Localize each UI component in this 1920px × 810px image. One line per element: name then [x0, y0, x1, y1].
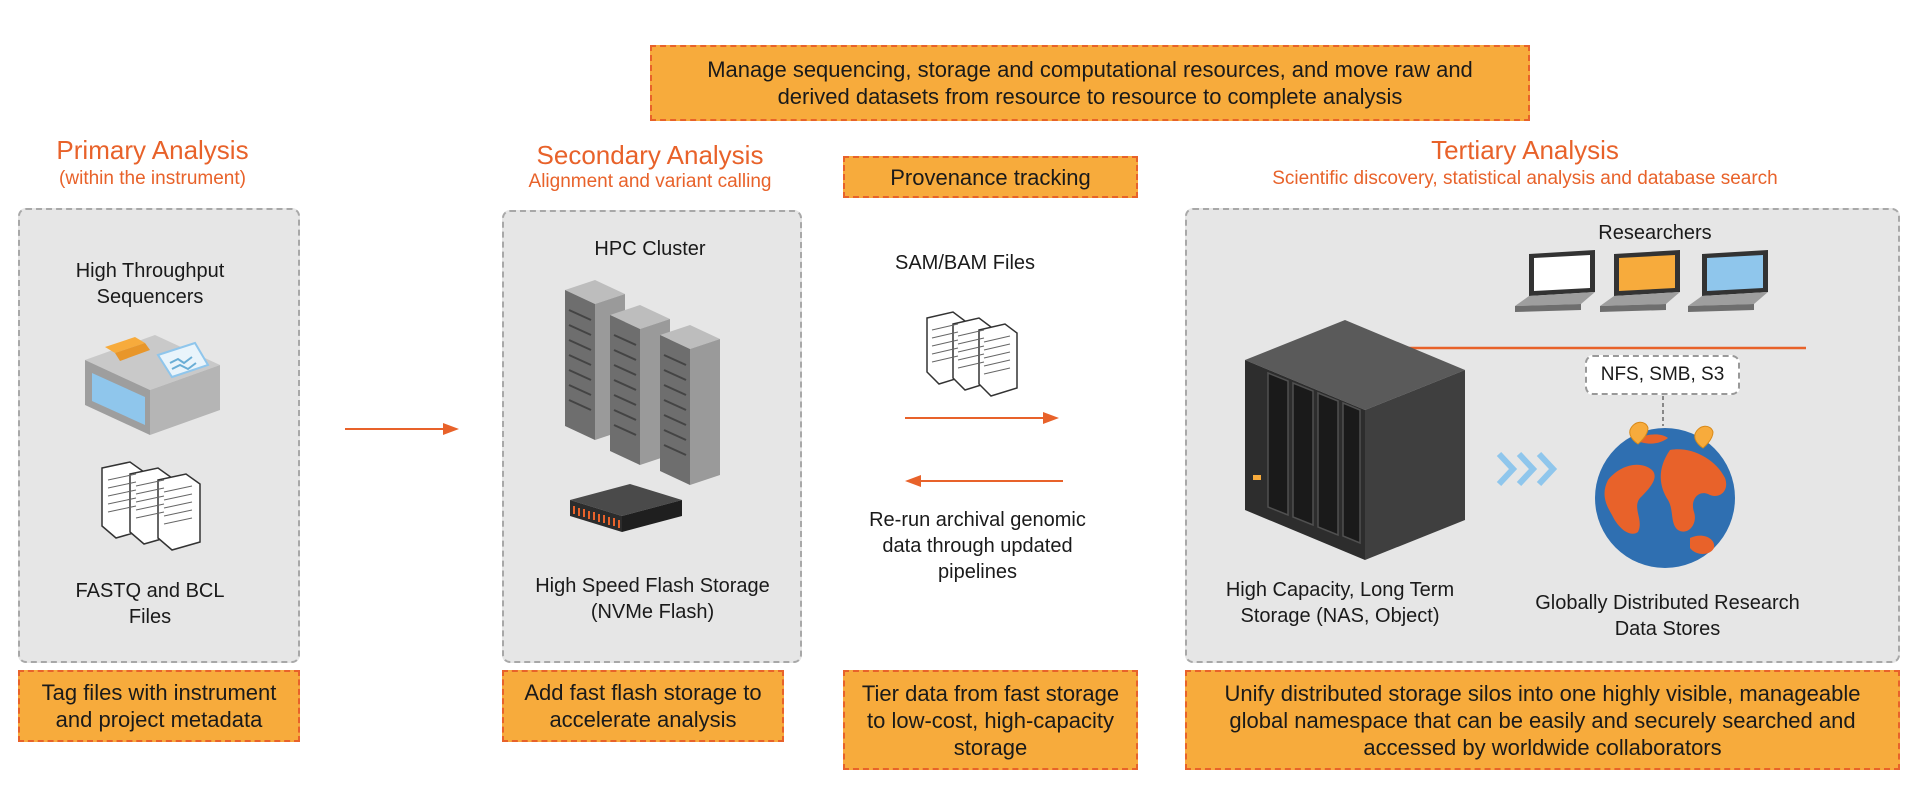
laptop-icon — [1688, 250, 1768, 312]
top-banner: Manage sequencing, storage and computati… — [650, 45, 1530, 121]
sam-bam-label: SAM/BAM Files — [894, 252, 1036, 274]
fastq-label: FASTQ and BCL Files — [75, 580, 225, 628]
laptop-icon — [1515, 250, 1595, 312]
arrow-left-icon — [905, 475, 1063, 487]
sequencer-label: High Throughput Sequencers — [75, 260, 225, 308]
primary-title: Primary Analysis — [56, 135, 249, 165]
primary-subtitle: (within the instrument) — [59, 168, 246, 189]
secondary-title: Secondary Analysis — [536, 140, 764, 170]
arrow-right-icon — [905, 412, 1059, 424]
arrow-right-icon — [345, 423, 459, 435]
flash-storage-label: High Speed Flash Storage (NVMe Flash) — [535, 575, 770, 623]
protocols-tag: NFS, SMB, S3 — [1585, 355, 1740, 395]
global-stores-label: Globally Distributed Research Data Store… — [1535, 592, 1800, 640]
documents-icon — [101, 461, 201, 551]
tertiary-subtitle: Scientific discovery, statistical analys… — [1272, 168, 1778, 189]
researchers-label: Researchers — [1598, 222, 1712, 244]
sequencer-icon — [85, 335, 220, 435]
documents-icon — [926, 311, 1018, 397]
server-rack-icon — [565, 280, 720, 485]
chevrons-right-icon — [1496, 451, 1558, 487]
laptop-icon — [1600, 250, 1680, 312]
dashed-connector — [1662, 396, 1664, 426]
secondary-note: Add fast flash storage to accelerate ana… — [502, 670, 784, 742]
primary-panel — [18, 208, 300, 663]
globe-icon — [1595, 421, 1735, 568]
tertiary-note: Unify distributed storage silos into one… — [1185, 670, 1900, 770]
tertiary-title: Tertiary Analysis — [1431, 135, 1619, 165]
nas-storage-icon — [1245, 320, 1465, 560]
primary-note: Tag files with instrument and project me… — [18, 670, 300, 742]
flash-storage-icon — [570, 484, 682, 532]
middle-note: Tier data from fast storage to low-cost,… — [843, 670, 1138, 770]
provenance-box: Provenance tracking — [843, 156, 1138, 198]
secondary-subtitle: Alignment and variant calling — [528, 171, 772, 192]
hpc-cluster-label: HPC Cluster — [594, 238, 706, 260]
rerun-label: Re-run archival genomic data through upd… — [869, 509, 1086, 583]
nas-label: High Capacity, Long Term Storage (NAS, O… — [1225, 579, 1455, 627]
